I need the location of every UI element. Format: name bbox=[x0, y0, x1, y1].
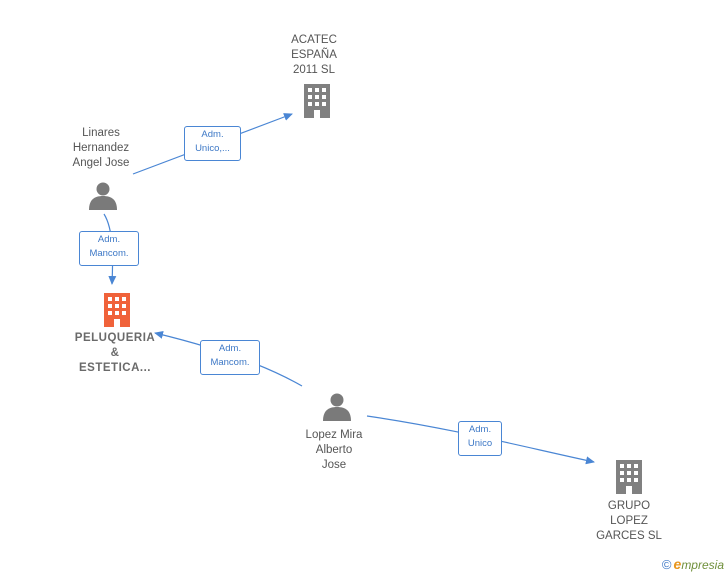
relation-badge-linares-peluqueria[interactable]: Adm. Mancom. bbox=[79, 231, 139, 266]
acatec-label[interactable]: ACATEC ESPAÑA 2011 SL bbox=[291, 34, 337, 76]
relation-badge-linares-acatec[interactable]: Adm. Unico,... bbox=[184, 126, 241, 161]
grupo-label[interactable]: GRUPO LOPEZ GARCES SL bbox=[596, 500, 662, 542]
acatec-building-icon[interactable] bbox=[304, 84, 330, 118]
peluqueria-label[interactable]: PELUQUERIA & ESTETICA... bbox=[74, 332, 156, 374]
brand-footer[interactable]: ©empresia bbox=[662, 556, 724, 572]
brand-initial: e bbox=[673, 556, 682, 572]
brand-name: mpresia bbox=[681, 558, 724, 572]
relation-badge-lopez-peluqueria[interactable]: Adm. Mancom. bbox=[200, 340, 260, 375]
peluqueria-building-icon[interactable] bbox=[104, 293, 130, 327]
lopez-mira-person-icon[interactable] bbox=[323, 393, 351, 422]
copyright-icon: © bbox=[661, 557, 672, 572]
relation-badge-lopez-grupo[interactable]: Adm. Unico bbox=[458, 421, 502, 456]
grupo-building-icon[interactable] bbox=[616, 460, 642, 494]
linares-label[interactable]: Linares Hernandez Angel Jose bbox=[72, 127, 130, 169]
lopez-mira-label[interactable]: Lopez Mira Alberto Jose bbox=[305, 429, 363, 471]
linares-person-icon[interactable] bbox=[89, 182, 117, 211]
